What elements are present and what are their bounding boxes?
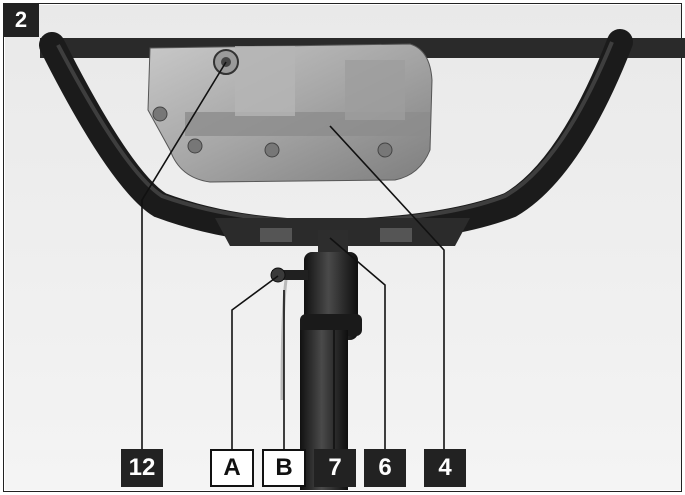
figure-frame	[3, 3, 682, 492]
callout-12: 12	[121, 449, 163, 487]
callout-B: B	[262, 449, 306, 487]
callout-4: 4	[424, 449, 466, 487]
securing-pin	[280, 279, 288, 401]
leader-lines	[141, 61, 445, 452]
callout-A: A	[210, 449, 254, 487]
callout-6: 6	[364, 449, 406, 487]
securing-bolt	[272, 270, 308, 280]
figure-number: 2	[3, 3, 39, 37]
callout-7: 7	[314, 449, 356, 487]
gearbox-housing	[147, 43, 433, 183]
